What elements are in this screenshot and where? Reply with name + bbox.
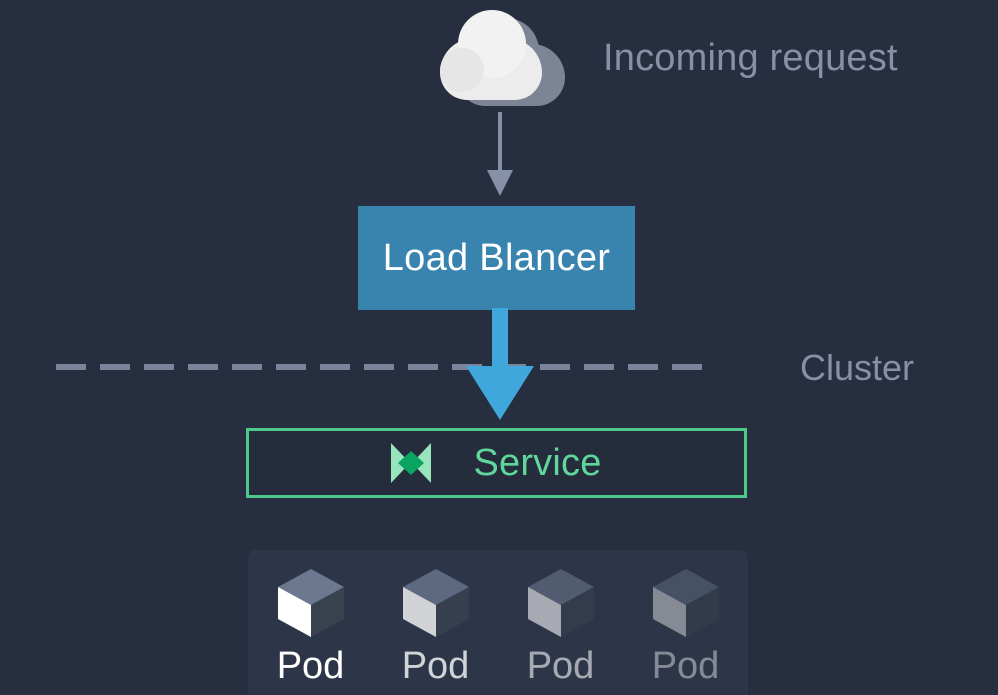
cluster-boundary-dash — [56, 364, 86, 370]
cluster-boundary-dash — [144, 364, 174, 370]
pod-label: Pod — [651, 645, 720, 687]
cluster-boundary-dash — [364, 364, 394, 370]
cloud-to-loadbalancer-arrow-icon — [487, 112, 513, 196]
pod-node[interactable]: Pod — [373, 550, 498, 695]
cluster-boundary-dash — [672, 364, 702, 370]
cube-face-left — [527, 587, 561, 637]
pod-label: Pod — [276, 645, 345, 687]
cube-icon — [402, 569, 469, 637]
cluster-boundary-dash — [628, 364, 658, 370]
cluster-boundary-dash — [540, 364, 570, 370]
service-node[interactable]: Service — [246, 428, 747, 498]
cube-face-right — [435, 587, 469, 637]
pod-label: Pod — [401, 645, 470, 687]
load-balancer-node[interactable]: Load Blancer — [358, 206, 635, 310]
load-balancer-label: Load Blancer — [382, 236, 611, 279]
cube-face-top — [652, 569, 719, 605]
cluster-boundary-dash — [408, 364, 438, 370]
cube-face-left — [402, 587, 436, 637]
service-label: Service — [473, 441, 602, 484]
cube-face-right — [685, 587, 719, 637]
pod-node[interactable]: Pod — [498, 550, 623, 695]
cluster-boundary-dash — [276, 364, 306, 370]
cluster-boundary-dash — [100, 364, 130, 370]
pods-panel: Pod Pod Pod Pod — [248, 550, 748, 695]
cluster-label: Cluster — [800, 347, 915, 388]
loadbalancer-to-service-arrow-icon — [466, 308, 534, 420]
pod-label: Pod — [526, 645, 595, 687]
service-bowtie-icon — [391, 443, 432, 483]
cube-icon — [527, 569, 594, 637]
cluster-boundary-dash — [232, 364, 262, 370]
pod-node[interactable]: Pod — [623, 550, 748, 695]
pod-node[interactable]: Pod — [248, 550, 373, 695]
cluster-boundary-line — [56, 364, 756, 370]
cube-face-right — [560, 587, 594, 637]
incoming-request-label: Incoming request — [603, 37, 898, 79]
cluster-boundary-dash — [188, 364, 218, 370]
cube-face-left — [652, 587, 686, 637]
cluster-boundary-dash — [584, 364, 614, 370]
cube-face-right — [310, 587, 344, 637]
cluster-boundary-dash — [320, 364, 350, 370]
cloud-body — [440, 10, 542, 100]
cube-icon — [652, 569, 719, 637]
cube-icon — [277, 569, 344, 637]
cube-face-left — [277, 587, 311, 637]
cloud-icon — [435, 10, 565, 106]
